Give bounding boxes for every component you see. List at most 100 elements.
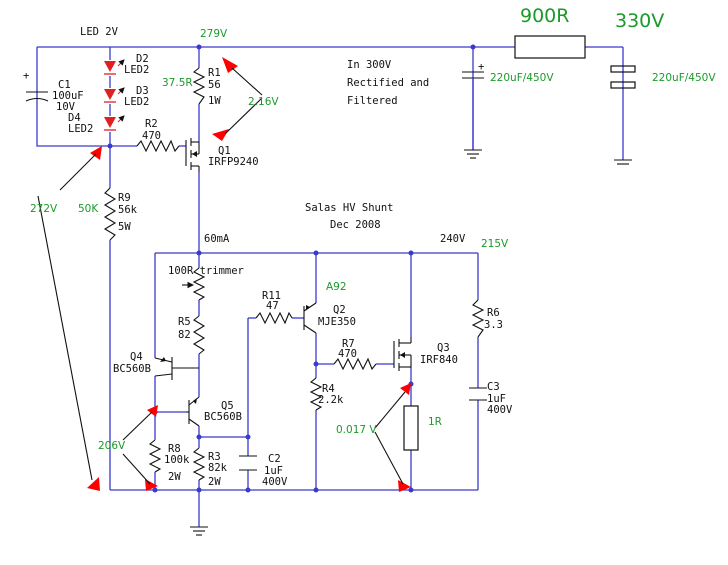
q2-name: Q2 xyxy=(333,304,346,316)
r7-value: 470 xyxy=(338,348,357,360)
voltage-272-label: 272V xyxy=(30,203,58,215)
c3-name: C3 xyxy=(487,381,500,393)
capacitor-c3-symbol xyxy=(469,387,487,401)
led-d4-symbol xyxy=(104,115,125,131)
q4-name: Q4 xyxy=(130,351,143,363)
r8-name: R8 xyxy=(168,443,181,455)
resistor-r2 xyxy=(136,139,180,153)
r3-value: 82k xyxy=(208,462,228,474)
q5-name: Q5 xyxy=(221,400,234,412)
v330-label: 330V xyxy=(615,10,664,32)
capacitor-c1-symbol xyxy=(25,91,49,102)
r5-value: 82 xyxy=(178,329,191,341)
resistor-r8 xyxy=(148,439,162,473)
r5-name: R5 xyxy=(178,316,191,328)
bjt-q5-symbol xyxy=(186,396,200,427)
led-d2-symbol xyxy=(104,59,125,75)
junction-dots xyxy=(107,44,476,493)
resistor-r6 xyxy=(471,299,485,338)
r8-value: 100k xyxy=(164,454,190,466)
input-note-line2: Rectified and xyxy=(347,77,429,89)
q4-type: BC560B xyxy=(113,363,151,375)
bjt-q4-symbol xyxy=(154,357,199,380)
wires xyxy=(36,46,624,527)
d2-type: LED2 xyxy=(124,64,149,76)
input-note-line1: In 300V xyxy=(347,59,392,71)
r2-name: R2 xyxy=(145,118,158,130)
c1-name: C1 xyxy=(58,79,71,91)
c2-voltage: 400V xyxy=(262,476,288,488)
input-cap-label: 220uF/450V xyxy=(490,72,554,84)
r9-power: 5W xyxy=(118,221,131,233)
r4-value: 2.2k xyxy=(318,394,344,406)
bjt-q2-symbol xyxy=(303,302,317,334)
r9-value: 56k xyxy=(118,204,138,216)
c1-value: 100uF xyxy=(52,90,84,102)
r3-name: R3 xyxy=(208,451,221,463)
q3-type: IRF840 xyxy=(420,354,458,366)
r9-annotation: 50K xyxy=(78,203,99,215)
current-60ma-label: 60mA xyxy=(204,233,230,245)
voltage-279-label: 279V xyxy=(200,28,228,40)
c1-plus: + xyxy=(23,70,29,82)
resistor-1r xyxy=(403,405,419,451)
trimmer-resistor xyxy=(192,267,206,301)
led-d3-symbol xyxy=(104,87,125,103)
capacitor-c2-symbol xyxy=(239,455,257,471)
d2-name: D2 xyxy=(136,53,149,65)
c2-name: C2 xyxy=(268,453,281,465)
resistor-r5 xyxy=(192,315,206,355)
r6-value: 3.3 xyxy=(484,319,503,331)
mosfet-q1-symbol xyxy=(185,138,200,172)
resistor-r7 xyxy=(333,357,377,371)
a92-label: A92 xyxy=(326,281,347,293)
c2-value: 1uF xyxy=(264,465,283,477)
output-capacitor-symbol xyxy=(610,65,636,165)
q1-type: IRFP9240 xyxy=(208,156,259,168)
d3-name: D3 xyxy=(136,85,149,97)
input-cap-plus: + xyxy=(478,61,484,73)
voltage-0017-label: 0.017 V xyxy=(336,424,377,436)
r1-power: 1W xyxy=(208,95,221,107)
title: Salas HV Shunt xyxy=(305,202,394,214)
resistor-r1 xyxy=(192,67,206,105)
text-labels: LED 2V 279V 900R 330V In 300V Rectified … xyxy=(23,5,716,488)
d4-name: D4 xyxy=(68,112,81,124)
voltage-206-label: 206V xyxy=(98,440,126,452)
q2-type: MJE350 xyxy=(318,316,356,328)
resistor-r4 xyxy=(309,377,323,411)
r8-power: 2W xyxy=(168,471,181,483)
date: Dec 2008 xyxy=(330,219,381,231)
voltage-215-label: 215V xyxy=(481,238,509,250)
input-note-line3: Filtered xyxy=(347,95,398,107)
voltage-240-label: 240V xyxy=(440,233,466,245)
led-2v-label: LED 2V xyxy=(80,26,119,38)
r4-name: R4 xyxy=(322,383,335,395)
ground-symbol xyxy=(190,526,208,536)
resistor-r11 xyxy=(255,311,293,325)
q1-name: Q1 xyxy=(218,145,231,157)
q5-type: BC560B xyxy=(204,411,242,423)
r1-name: R1 xyxy=(208,67,221,79)
resistor-900r xyxy=(514,35,586,59)
input-capacitor-symbol xyxy=(462,71,484,159)
r11-name: R11 xyxy=(262,290,281,302)
voltage-216-label: 2.16V xyxy=(248,96,279,108)
q3-name: Q3 xyxy=(437,342,450,354)
output-cap-label: 220uF/450V xyxy=(652,72,716,84)
r7-name: R7 xyxy=(342,338,355,350)
r11-value: 47 xyxy=(266,300,279,312)
r1-annotation: 37.5R xyxy=(162,77,193,89)
r9-name: R9 xyxy=(118,192,131,204)
r3-power: 2W xyxy=(208,476,221,488)
resistor-r9 xyxy=(103,187,117,241)
resistor-r3 xyxy=(192,447,206,481)
r900-label: 900R xyxy=(520,5,569,27)
r1-value: 56 xyxy=(208,79,221,91)
mosfet-q3-symbol xyxy=(393,337,412,371)
c3-value: 1uF xyxy=(487,393,506,405)
r2-value: 470 xyxy=(142,130,161,142)
annotation-arrows xyxy=(37,57,411,492)
c1-voltage: 10V xyxy=(56,101,76,113)
